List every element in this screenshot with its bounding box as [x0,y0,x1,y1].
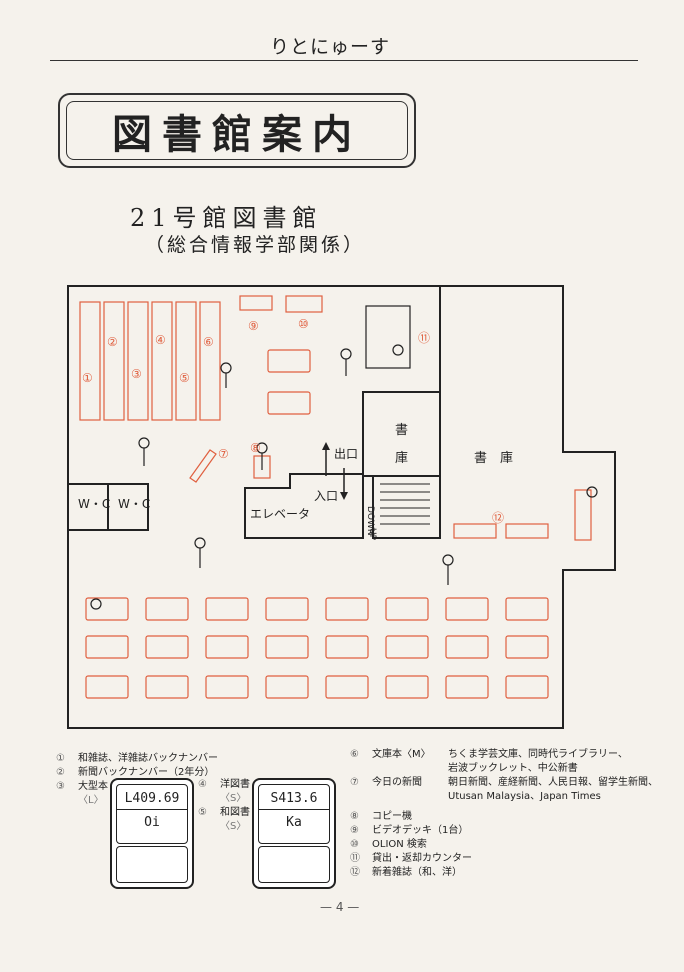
legend-item-1: 和雑誌、洋雑誌バックナンバー [78,753,218,764]
legend-item-7: 今日の新聞 [372,777,422,788]
marker-10: ⑩ [298,317,309,331]
legend-item-2: 新聞バックナンバー（2年分） [78,767,215,778]
stacks-area-label: 書 庫 [474,451,513,466]
legend-item-3: 大型本 [78,781,108,792]
reading-desks [85,295,592,699]
elevator-label: エレベータ [250,507,310,521]
stacks-room-label-2: 庫 [395,451,408,466]
building-outline [67,285,616,729]
legend-item-10: OLION 検索 [372,839,427,850]
stairs-up-label: UP [367,528,377,541]
marker-4: ④ [155,333,166,347]
header-rule [50,60,638,61]
exit-label: 出口 [334,447,358,461]
page-number: — 4 — [320,900,360,914]
legend-item-5-code: 〈S〉 [220,821,247,832]
stacks-room-label-1: 書 [395,423,408,438]
marker-9: ⑨ [248,319,259,333]
marker-3: ③ [131,367,142,381]
legend-item-6: 文庫本〈M〉 [372,749,431,760]
legend-item-11: 貸出・返却カウンター [372,853,472,864]
marker-8: ⑧ [250,441,261,455]
page-title: 図書館案内 [112,111,362,158]
marker-5: ⑤ [179,371,190,385]
people [90,344,598,610]
department-subtitle: （総合情報学部関係） [145,234,366,256]
marker-7: ⑦ [218,447,229,461]
legend-item-3-code: 〈L〉 [78,795,104,806]
page-header-title: りとにゅーす [270,36,391,58]
marker-1: ① [82,371,93,385]
wc-label-1: W・C [78,497,110,511]
legend-item-8: コピー機 [372,811,412,822]
building-title: 21号館図書館 [130,204,323,232]
marker-12: ⑫ [492,511,504,525]
floor-plan: 書 庫 書 庫 出口 入口 エレベータ W・C W・C DOWN UP ① ② … [67,285,616,729]
entrance-label: 入口 [314,489,338,503]
marker-11: ⑪ [418,331,430,345]
legend-item-9: ビデオデッキ（1台） [372,825,469,836]
wc-label-2: W・C [118,497,150,511]
bookshelf-rows [79,301,221,421]
title-frame [58,93,416,168]
legend-item-4-code: 〈S〉 [220,793,247,804]
legend-item-4: 洋図書 [220,779,250,790]
service-counter [365,305,411,369]
legend-item-5: 和図書 [220,807,250,818]
marker-6: ⑥ [203,335,214,349]
staircase [372,476,441,539]
legend-item-12: 新着雑誌（和、洋） [372,867,462,878]
elevator-room [244,473,364,539]
marker-2: ② [107,335,118,349]
stairs-down-label: DOWN [365,506,375,536]
